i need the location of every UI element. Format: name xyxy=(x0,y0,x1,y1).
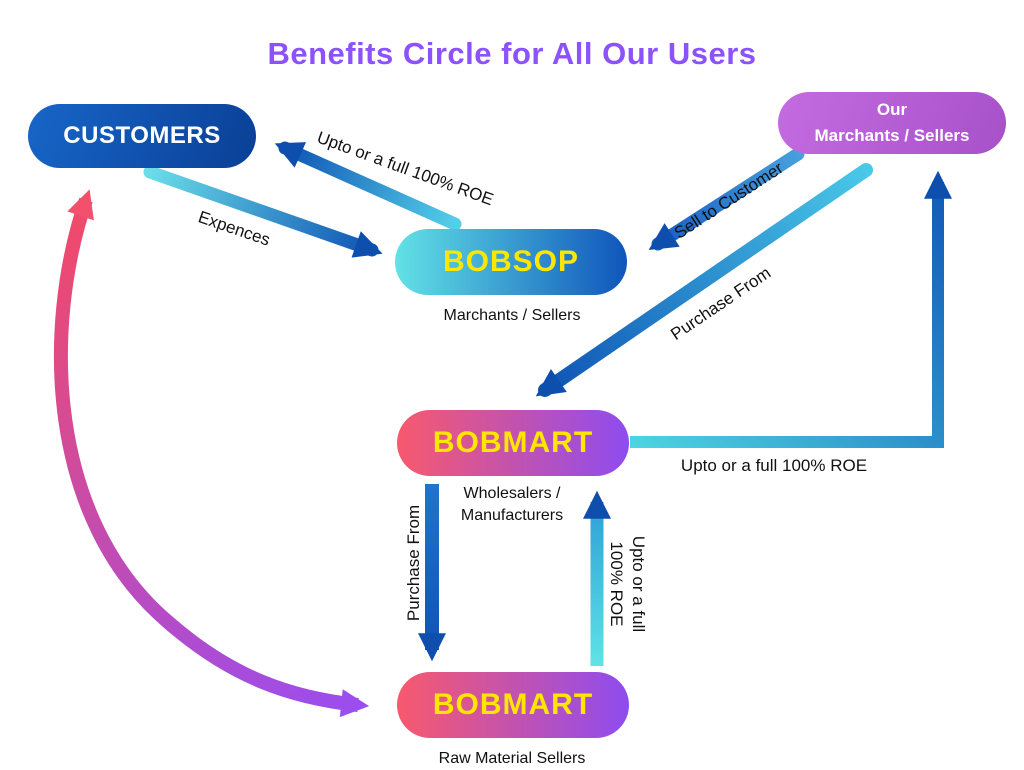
edge-label-purchase-from-raw: Purchase From xyxy=(403,504,423,622)
node-bobmart-wholesalers-subtitle-line1: Wholesalers / xyxy=(463,485,561,502)
node-our-merchants-line2: Marchants / Sellers xyxy=(814,126,970,145)
arrow-roe-to-merchants xyxy=(630,170,952,448)
node-bobmart-wholesalers-subtitle-line2: Manufacturers xyxy=(460,506,564,524)
arrow-roe-to-customers xyxy=(274,141,462,231)
node-bobsop-label: BOBSOP xyxy=(442,245,580,278)
node-bobsop-subtitle: Marchants / Sellers xyxy=(443,307,581,324)
edge-label-roe-to-bobmart-line2: 100% ROE xyxy=(607,541,626,627)
arrow-circle-raw-to-customers xyxy=(53,189,370,718)
page-title: Benefits Circle for All Our Users xyxy=(267,36,757,71)
node-bobmart-raw-materials: BOBMART xyxy=(397,672,629,738)
node-customers: CUSTOMERS xyxy=(28,104,256,168)
arrow-sell-to-customer xyxy=(648,147,805,251)
node-bobmart-raw-materials-subtitle: Raw Material Sellers xyxy=(438,750,586,767)
node-bobmart-wholesalers-label: BOBMART xyxy=(432,426,594,459)
edge-label-roe-to-merchants: Upto or a full 100% ROE xyxy=(680,455,868,475)
node-bobmart-raw-materials-label: BOBMART xyxy=(432,688,594,721)
node-bobsop: BOBSOP xyxy=(395,229,627,295)
arrow-purchase-from-merchants xyxy=(535,163,873,397)
node-customers-label: CUSTOMERS xyxy=(63,122,221,149)
node-our-merchants: Our Marchants / Sellers xyxy=(778,92,1006,154)
edge-label-roe-to-bobmart: Upto or a full 100% ROE xyxy=(605,536,649,632)
edge-label-roe-to-bobmart-line1: Upto or a full xyxy=(629,535,649,633)
node-bobmart-wholesalers: BOBMART xyxy=(397,410,629,476)
node-bobmart-wholesalers-subtitle: Wholesalers / Manufacturers xyxy=(461,483,563,526)
node-our-merchants-line1: Our xyxy=(876,99,908,119)
